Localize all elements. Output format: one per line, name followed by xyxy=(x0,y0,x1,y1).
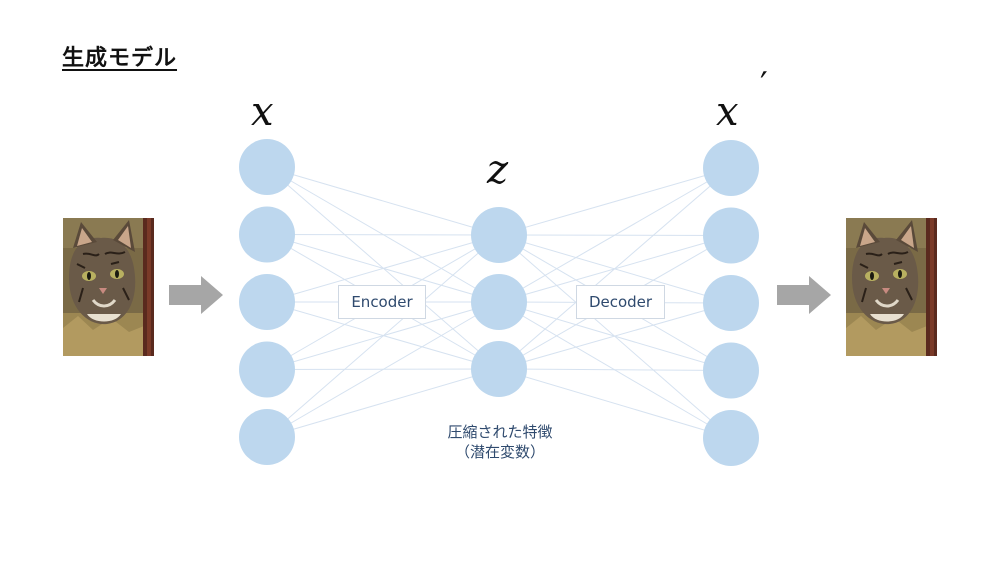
input-node xyxy=(239,206,295,263)
input-node xyxy=(239,341,295,398)
decoder-edge xyxy=(498,167,732,236)
latent-caption-line2: （潜在変数） xyxy=(454,443,545,461)
output-arrow-icon xyxy=(777,276,831,314)
input-node xyxy=(239,139,295,195)
decoder-edge xyxy=(498,302,732,370)
network-nodes xyxy=(239,139,759,466)
slide-title: 生成モデル xyxy=(62,46,178,71)
encoder-edge xyxy=(266,166,500,236)
output-node xyxy=(703,410,759,466)
input-variable-label: x xyxy=(251,89,274,135)
encoder-edge xyxy=(266,234,500,303)
decoder-edge xyxy=(498,167,732,303)
latent-node xyxy=(471,341,527,397)
latent-variable-label: z xyxy=(487,147,509,193)
input-arrow-icon xyxy=(169,276,223,314)
latent-caption-line1: 圧縮された特徴 xyxy=(447,423,553,441)
encoder-edge xyxy=(266,234,500,236)
latent-caption: 圧縮された特徴 （潜在変数） xyxy=(400,422,600,462)
input-node xyxy=(239,409,295,465)
decoder-edge xyxy=(498,167,732,370)
decoder-label: Decoder xyxy=(576,285,665,319)
latent-node xyxy=(471,274,527,330)
input-node xyxy=(239,274,295,330)
output-cat-image xyxy=(846,218,937,356)
flow-arrows xyxy=(169,276,831,314)
encoder-edge xyxy=(266,368,500,438)
output-node xyxy=(703,275,759,331)
latent-node xyxy=(471,207,527,263)
output-prime-mark: ′ xyxy=(760,65,768,105)
output-node xyxy=(703,140,759,196)
output-node xyxy=(703,207,759,264)
output-node xyxy=(703,342,759,399)
decoder-edge xyxy=(498,368,732,371)
encoder-edge xyxy=(266,301,500,438)
output-variable-label: x xyxy=(716,89,739,135)
encoder-label: Encoder xyxy=(338,285,426,319)
encoder-edge xyxy=(266,234,500,438)
decoder-edge xyxy=(498,368,732,439)
input-cat-image xyxy=(63,218,154,356)
